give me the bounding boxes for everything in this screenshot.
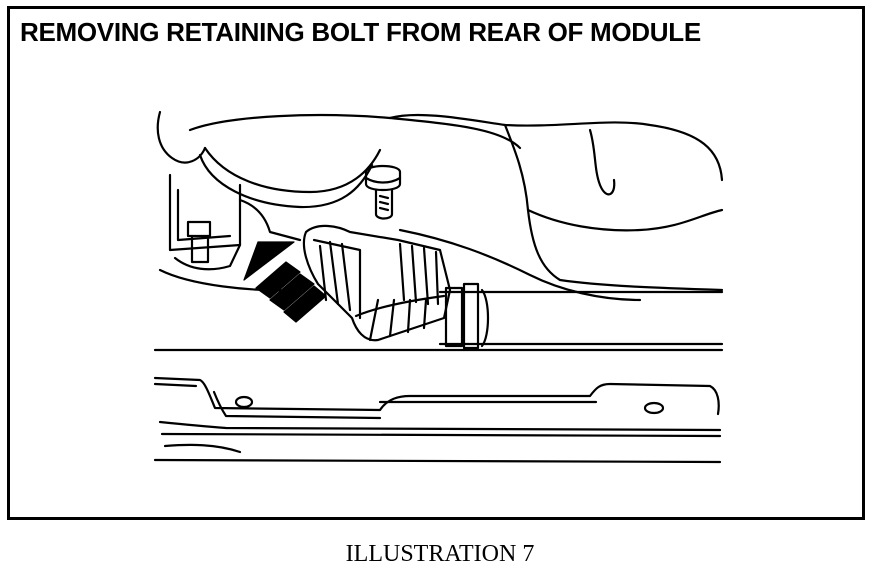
drive-shaft [438, 282, 724, 350]
illustration-caption: ILLUSTRATION 7 [345, 541, 535, 567]
upper-housing [156, 110, 724, 302]
direction-arrow-icon [243, 241, 327, 323]
lower-rail [153, 348, 724, 464]
module-connector [302, 224, 452, 342]
retaining-bolt-icon [364, 164, 402, 220]
illustration-title: REMOVING RETAINING BOLT FROM REAR OF MOD… [20, 17, 701, 47]
left-bracket [158, 173, 302, 292]
